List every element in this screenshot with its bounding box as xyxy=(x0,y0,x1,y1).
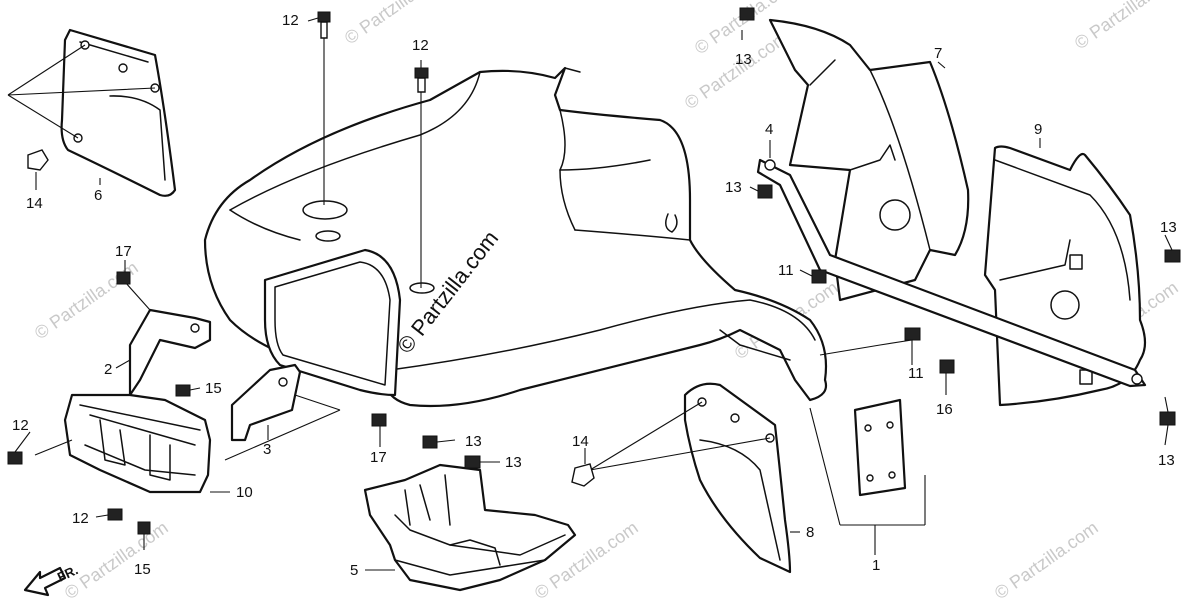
callout-12: 12 xyxy=(412,37,429,54)
watermark: © Partzilla.com xyxy=(61,517,172,603)
part-1-plate xyxy=(809,398,926,555)
callout-16: 16 xyxy=(936,401,953,418)
callout-14: 14 xyxy=(572,433,589,450)
part-3-bracket xyxy=(224,363,341,461)
part-6-flap xyxy=(7,28,177,197)
callout-13: 13 xyxy=(1158,452,1175,469)
callout-15: 15 xyxy=(205,380,222,397)
part-8-mud-flap xyxy=(589,382,792,574)
watermark: © Partzilla.com xyxy=(341,0,452,48)
part-4-stay xyxy=(756,158,1147,388)
callout-2: 2 xyxy=(104,361,112,378)
callout-5: 5 xyxy=(350,562,358,579)
part-5-lower-cover xyxy=(363,463,577,592)
callout-14: 14 xyxy=(26,195,43,212)
watermark: © Partzilla.com xyxy=(991,517,1102,603)
callout-12: 12 xyxy=(72,510,89,527)
part-10-headlight-case xyxy=(34,393,212,494)
watermark: © Partzilla.com xyxy=(1071,0,1182,53)
callout-13: 13 xyxy=(465,433,482,450)
callout-15: 15 xyxy=(134,561,151,578)
callout-8: 8 xyxy=(806,524,814,541)
fasteners xyxy=(7,7,1181,535)
callout-11: 11 xyxy=(778,262,794,279)
part-2-bracket xyxy=(124,281,212,397)
front-fender-body xyxy=(203,66,828,408)
callout-labels: 12 12 13 7 14 6 4 9 13 13 17 11 2 15 11 … xyxy=(12,12,1177,579)
callout-7: 7 xyxy=(934,45,942,62)
callout-1: 1 xyxy=(872,557,880,574)
callout-13: 13 xyxy=(1160,219,1177,236)
callout-13: 13 xyxy=(725,179,742,196)
callout-17: 17 xyxy=(370,449,387,466)
part-7-inner-fender xyxy=(768,18,970,302)
callout-13: 13 xyxy=(735,51,752,68)
callout-17: 17 xyxy=(115,243,132,260)
callout-9: 9 xyxy=(1034,121,1042,138)
callout-4: 4 xyxy=(765,121,773,138)
callout-13: 13 xyxy=(505,454,522,471)
callout-6: 6 xyxy=(94,187,102,204)
leader-lines xyxy=(14,17,1173,571)
callout-3: 3 xyxy=(263,441,271,458)
callout-10: 10 xyxy=(236,484,253,501)
callout-11: 11 xyxy=(908,365,924,382)
callout-12: 12 xyxy=(282,12,299,29)
callout-12: 12 xyxy=(12,417,29,434)
